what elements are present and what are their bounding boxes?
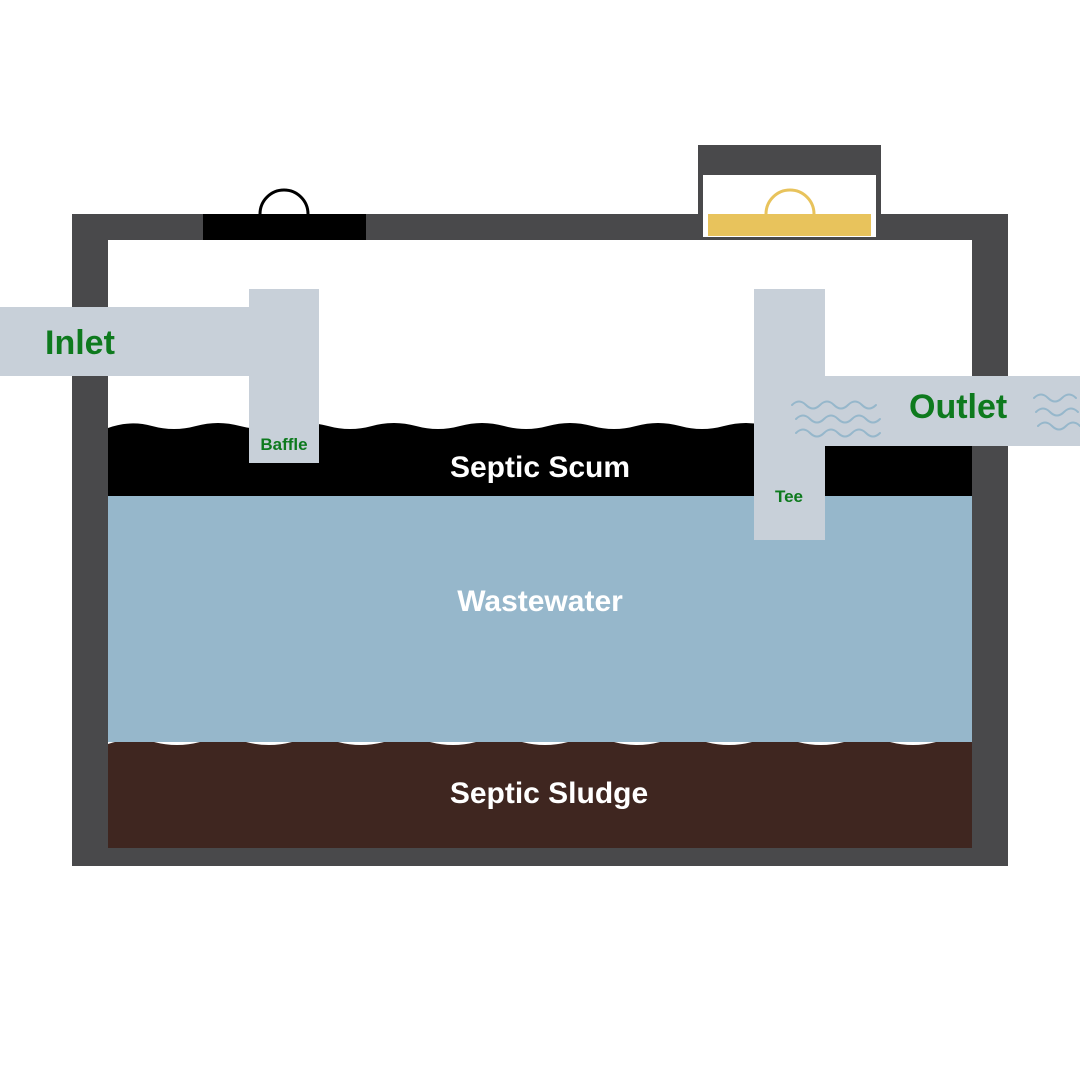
baffle-label: Baffle xyxy=(260,435,307,454)
inlet-pipe xyxy=(0,307,290,376)
outlet-riser-lid xyxy=(708,214,871,236)
inlet-baffle xyxy=(249,289,319,463)
inlet-access-lid xyxy=(203,214,366,240)
wastewater-layer xyxy=(108,494,972,742)
outlet-label: Outlet xyxy=(909,388,1007,426)
wastewater-label: Wastewater xyxy=(457,585,623,618)
sludge-label: Septic Sludge xyxy=(450,777,648,810)
tee-label: Tee xyxy=(775,487,803,506)
sludge-layer xyxy=(108,738,972,848)
outlet-ripples-right xyxy=(1033,393,1080,431)
outlet-lid-handle xyxy=(764,188,816,215)
inlet-label: Inlet xyxy=(45,324,115,362)
inlet-lid-handle xyxy=(258,188,310,215)
outlet-ripples-left xyxy=(791,400,881,438)
scum-label: Septic Scum xyxy=(450,451,630,484)
